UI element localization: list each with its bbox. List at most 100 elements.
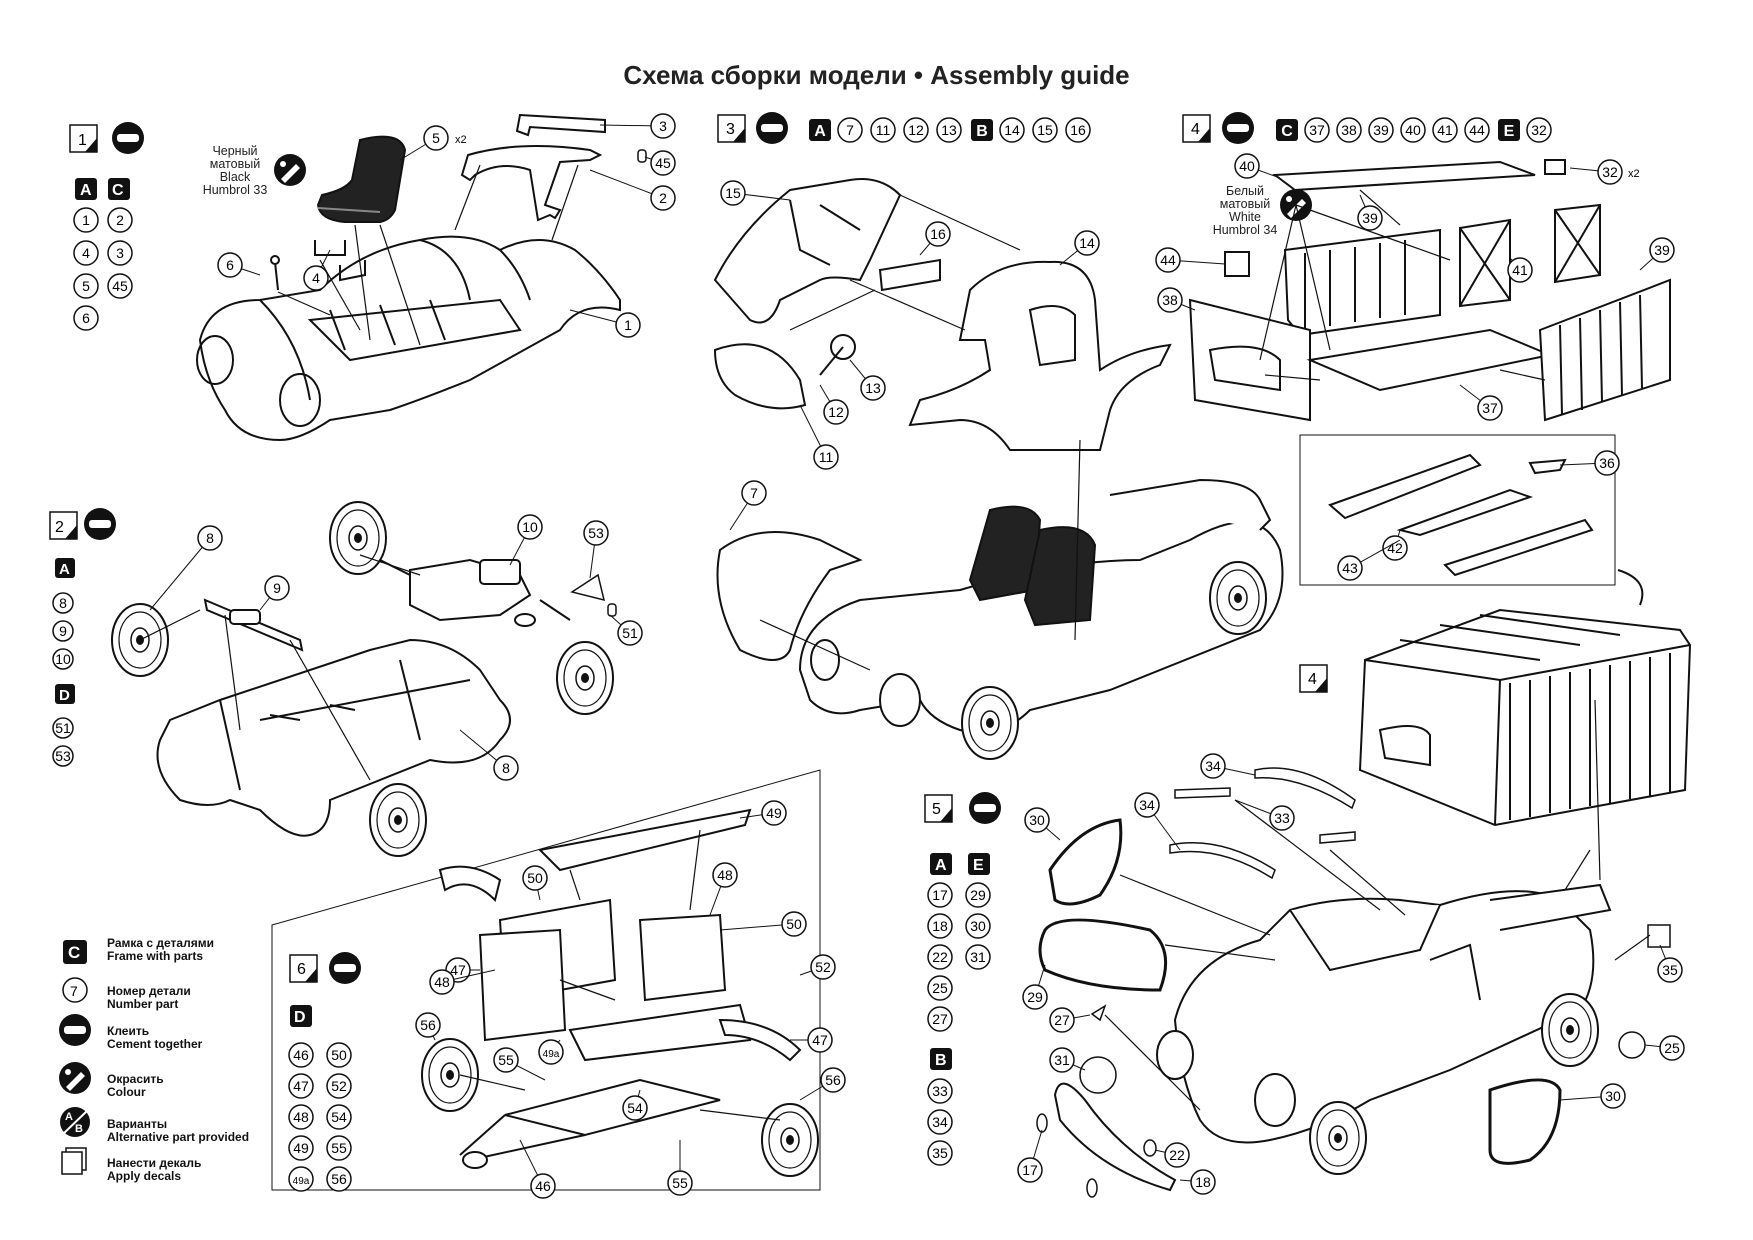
part-number-badge: 41 (1432, 117, 1458, 143)
part-number: 14 (1004, 122, 1020, 138)
part-number: 49a (293, 1176, 310, 1187)
part-number-badge: 37 (1304, 117, 1330, 143)
part-number-badge: 7 (741, 480, 767, 506)
leader-line (149, 537, 211, 611)
front-fender-drawing (716, 531, 863, 661)
part-number: 32 (1602, 164, 1618, 180)
svg-text:C: C (1281, 123, 1293, 140)
part-number: 34 (1205, 758, 1221, 774)
part-number: 54 (331, 1109, 347, 1125)
part-number: 16 (1070, 122, 1086, 138)
body-shell-drawing (713, 178, 1172, 451)
svg-text:A: A (59, 561, 70, 578)
part-number-badge: 22 (1164, 1142, 1190, 1168)
dashboard-drawing (713, 334, 856, 410)
part-number-badge: 56 (820, 1067, 846, 1093)
seat-drawing (316, 135, 407, 223)
running-board-panel (1299, 434, 1616, 586)
part-number-badge: 49a (538, 1039, 564, 1065)
part-number: 15 (1037, 122, 1053, 138)
part-number-badge: 27 (1049, 1007, 1075, 1033)
part-number-badge: 34 (927, 1109, 953, 1135)
garage-parts-drawing (1188, 159, 1671, 422)
part-number: 27 (1054, 1012, 1070, 1028)
part-number: 25 (1664, 1040, 1680, 1056)
part-number-badge: 47 (288, 1073, 314, 1099)
step-4-arrows (1259, 189, 1546, 381)
svg-text:E: E (973, 857, 984, 874)
part-number-badge: 30 (965, 913, 991, 939)
part-number-badge: 13 (936, 117, 962, 143)
part-number: 50 (527, 870, 543, 886)
paint-icon (59, 1062, 91, 1094)
part-number-badge: 50 (326, 1042, 352, 1068)
part-number: 49 (766, 805, 782, 821)
part-number: 55 (498, 1052, 514, 1068)
part-number-badge: 51 (617, 620, 643, 646)
part-number: 43 (1342, 560, 1358, 576)
part-number-badge: 51 (52, 717, 74, 739)
svg-text:C: C (112, 182, 124, 199)
part-number: 40 (1405, 122, 1421, 138)
part-number-badge: 54 (622, 1095, 648, 1121)
assembled-beetle-drawing (798, 478, 1284, 734)
part-number: 30 (970, 918, 986, 934)
wheel (556, 641, 614, 715)
part-number: 44 (1160, 252, 1176, 268)
part-number-badge: 1 (73, 207, 99, 233)
part-number-badge: 4 (303, 265, 329, 291)
part-number-badge: 38 (1157, 287, 1183, 313)
part-number-badge: 32 (1526, 117, 1552, 143)
part-number: 5 (82, 278, 90, 294)
part-number: 54 (627, 1100, 643, 1116)
part-number: 2 (659, 190, 667, 206)
part-number: 12 (908, 122, 924, 138)
svg-text:B: B (75, 1123, 83, 1135)
part-number-badge: 55 (326, 1135, 352, 1161)
part-number-badge: 2 (107, 207, 133, 233)
part-number: 17 (1022, 1162, 1038, 1178)
part-number: 50 (331, 1047, 347, 1063)
legend-text: Number part (107, 997, 179, 1011)
part-number: 17 (932, 887, 948, 903)
part-number-badge: 32 (1597, 159, 1623, 185)
part-number-badge: 44 (1464, 117, 1490, 143)
part-number-badge: 7 (837, 117, 863, 143)
cement-icon (329, 952, 361, 984)
part-number: 33 (932, 1083, 948, 1099)
part-number-badge: 25 (1659, 1035, 1685, 1061)
part-number: 2 (116, 212, 124, 228)
part-3-drawing (460, 113, 606, 222)
frame-letter-badge: B (971, 119, 993, 141)
legend-text: Клеить (107, 1024, 150, 1038)
part-number-badge: 31 (1049, 1047, 1075, 1073)
part-number-badge: 6 (217, 252, 243, 278)
part-number: 44 (1469, 122, 1485, 138)
part-number: 1 (624, 317, 632, 333)
part-number-badge: 30 (1600, 1083, 1626, 1109)
step-4-header: 4 (1182, 112, 1254, 144)
cement-icon (969, 792, 1001, 824)
part-number: 27 (932, 1011, 948, 1027)
part-number-badge: 29 (965, 882, 991, 908)
part-number: 47 (450, 962, 466, 978)
part-number: 35 (932, 1145, 948, 1161)
part-number: 6 (226, 257, 234, 273)
part-number: 55 (331, 1140, 347, 1156)
part-number-badge: 30 (1024, 807, 1050, 833)
trailer-drawing (438, 808, 802, 1169)
step-6-frames: D (290, 1005, 312, 1027)
part-number: 49 (293, 1140, 309, 1156)
part-number-badge: 8 (52, 592, 74, 614)
step-2-header: 2 (49, 508, 116, 540)
part-number-badge: 15 (1032, 117, 1058, 143)
svg-text:D: D (59, 687, 70, 704)
part-number: 48 (717, 867, 733, 883)
